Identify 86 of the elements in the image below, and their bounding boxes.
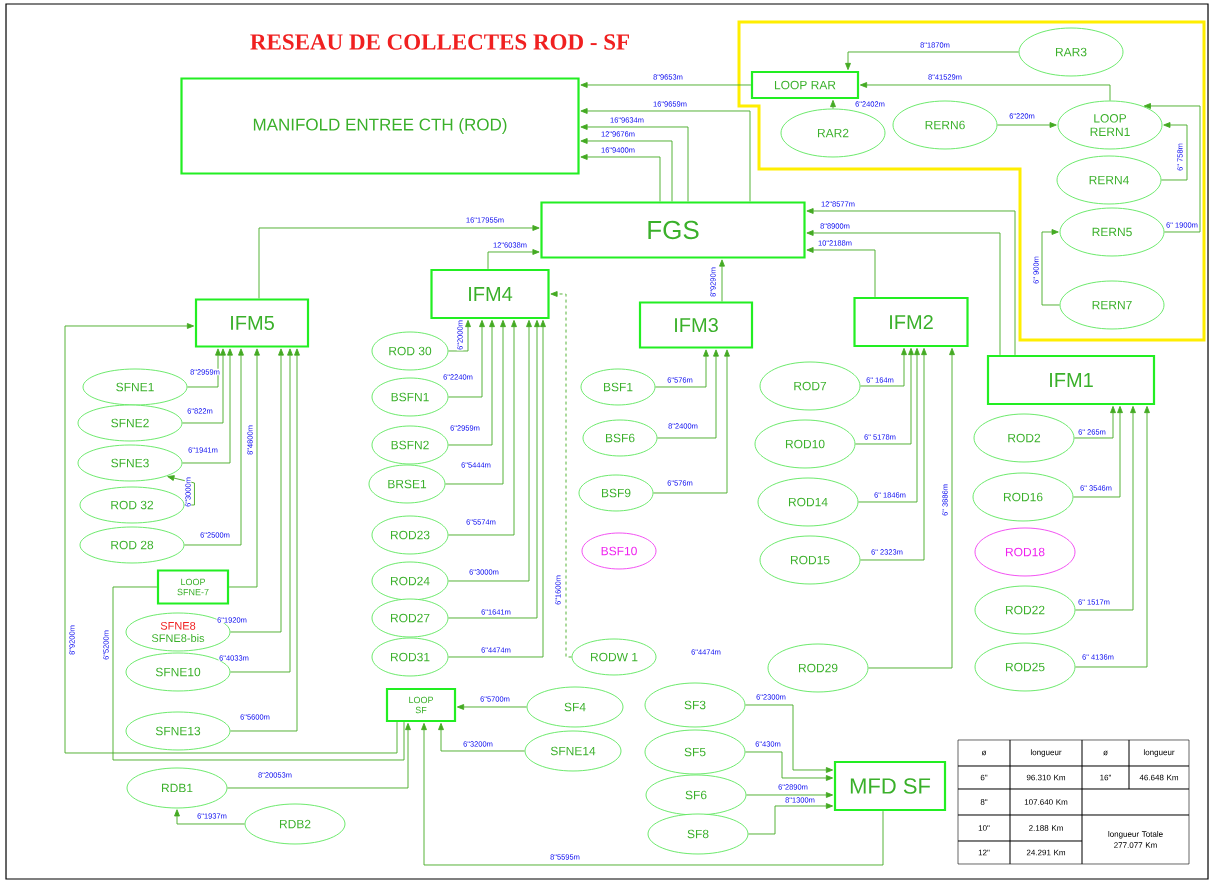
arrow: [448, 319, 495, 446]
arrow: [227, 722, 411, 789]
table-cell: longueur: [1128, 739, 1190, 767]
arrow: [855, 347, 914, 445]
arrow: [228, 348, 260, 588]
arrow: [580, 108, 751, 202]
arrow: [167, 475, 195, 506]
arrow: [580, 138, 673, 202]
arrow: [580, 124, 689, 202]
arrow: [445, 319, 506, 485]
arrow: [438, 722, 525, 752]
table-cell: 96.310 Km: [1009, 765, 1083, 790]
arrow: [184, 348, 244, 546]
arrow: [448, 319, 546, 658]
title: RESEAU DE COLLECTES ROD - SF: [250, 34, 629, 50]
arrow: [174, 809, 245, 825]
arrow: [448, 319, 471, 352]
arrow: [748, 803, 834, 835]
arrow: [746, 792, 834, 798]
table-cell: 24.291 Km: [1009, 840, 1083, 865]
station-box: IFM3: [638, 301, 754, 349]
connector-line: [112, 586, 405, 761]
arrow: [456, 704, 527, 710]
arrow: [806, 230, 1001, 356]
arrow: [1075, 405, 1136, 611]
table-cell: longueur: [1009, 739, 1083, 767]
arrow: [230, 348, 300, 732]
arrow: [230, 348, 293, 673]
arrow: [448, 319, 540, 619]
table-cell: 6": [957, 765, 1011, 790]
arrow: [830, 99, 836, 109]
arrow: [860, 347, 907, 387]
arrow: [655, 349, 709, 388]
station-box: LOOP RAR: [750, 70, 860, 100]
arrow: [806, 208, 1016, 356]
arrow: [859, 82, 1111, 101]
arrow: [845, 51, 1019, 71]
table-cell: 16": [1081, 765, 1130, 790]
arrow: [550, 291, 572, 658]
arrow: [448, 319, 517, 536]
arrow: [745, 704, 834, 773]
table-cell: 8": [957, 788, 1011, 816]
arrow: [1041, 229, 1060, 306]
arrow: [1161, 122, 1188, 181]
arrow: [653, 349, 730, 494]
arrow: [1075, 405, 1150, 668]
arrow: [230, 348, 284, 633]
arrow: [580, 154, 661, 202]
table-cell: longueur Totale 277.077 Km: [1081, 814, 1190, 865]
table-cell: 12": [957, 840, 1011, 865]
table-cell: ø: [957, 739, 1011, 767]
arrow: [448, 319, 485, 398]
arrow: [448, 319, 532, 582]
station-box: IFM5: [194, 298, 310, 348]
arrow: [858, 347, 920, 503]
station-box: FGS: [540, 201, 806, 259]
table-cell: 10": [957, 814, 1011, 842]
station-box: LOOP SF: [385, 687, 457, 723]
station-box: LOOP SFNE-7: [156, 569, 230, 605]
station-box: IFM1: [986, 354, 1156, 406]
arrow: [868, 347, 955, 669]
station-box: IFM2: [853, 296, 969, 348]
arrow: [657, 349, 719, 439]
table-cell: 2.188 Km: [1009, 814, 1083, 842]
arrow: [719, 259, 725, 302]
arrow: [182, 348, 233, 464]
arrow: [580, 82, 752, 88]
arrow: [997, 122, 1057, 128]
table-cell: 46.648 Km: [1128, 765, 1190, 790]
arrow: [487, 249, 540, 270]
arrow: [745, 751, 834, 781]
arrow: [187, 348, 221, 388]
arrow: [1074, 405, 1116, 439]
station-box: MANIFOLD ENTREE CTH (ROD): [180, 77, 580, 175]
table-cell: ø: [1081, 739, 1130, 767]
table-cell: 107.640 Km: [1009, 788, 1083, 816]
arrow: [1143, 103, 1201, 233]
arrow: [860, 347, 927, 561]
arrow: [1073, 405, 1123, 498]
arrow: [421, 722, 884, 866]
arrow: [182, 348, 226, 424]
arrow: [806, 247, 876, 298]
station-box: IFM4: [430, 268, 550, 320]
station-box: MFD SF: [833, 760, 947, 812]
arrow: [64, 323, 398, 754]
arrow: [258, 225, 540, 299]
